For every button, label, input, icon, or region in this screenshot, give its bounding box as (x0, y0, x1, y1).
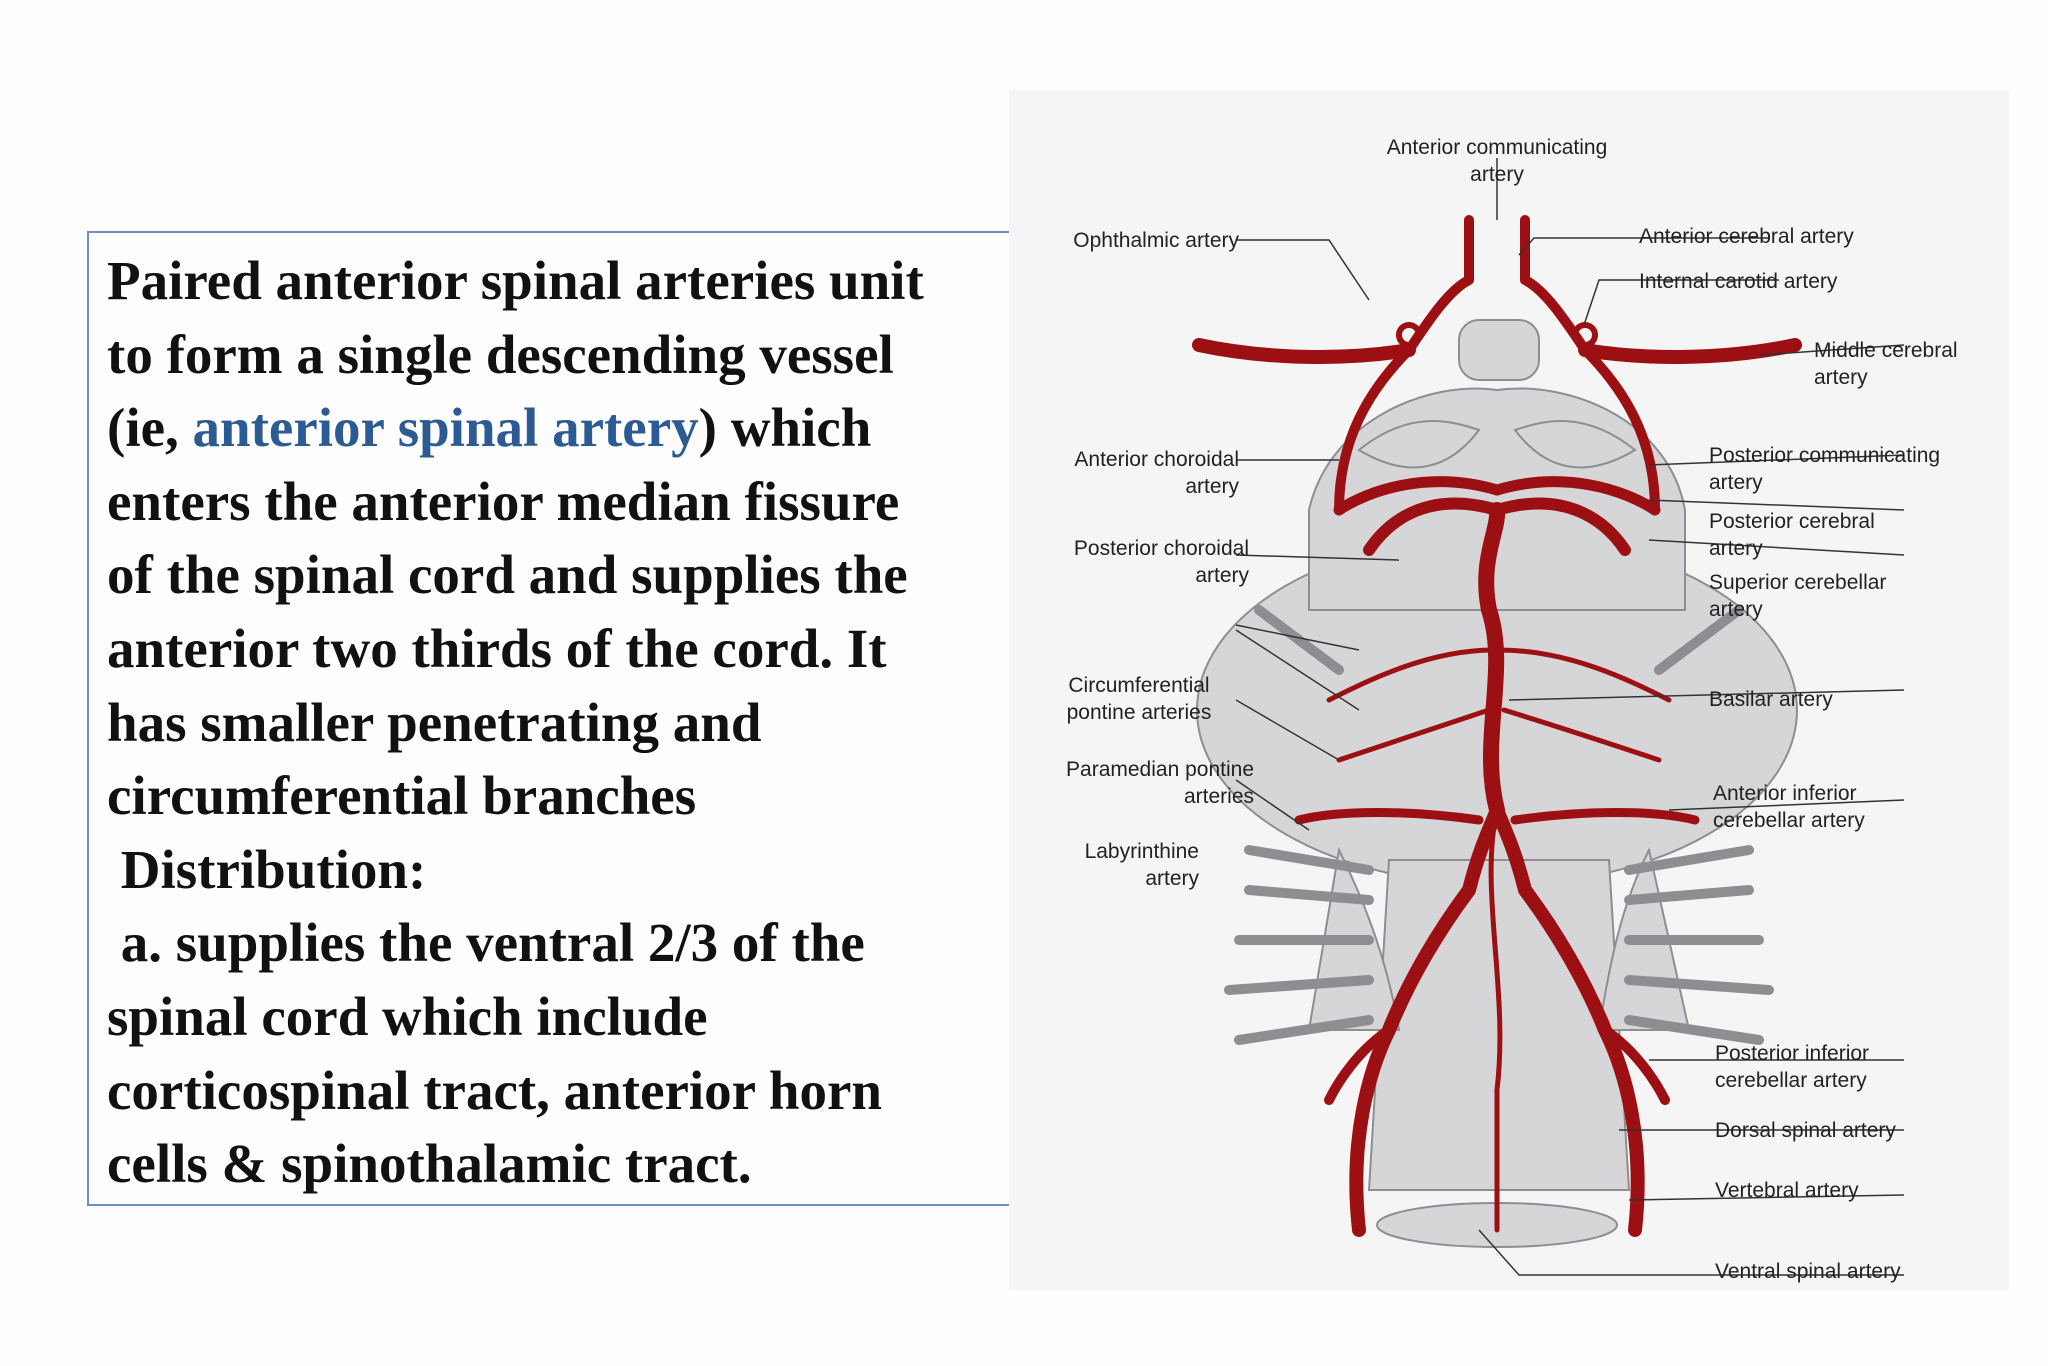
text-run: ) which (698, 397, 872, 459)
label-vertebral: Vertebral artery (1715, 1179, 1859, 1202)
text-line: of the spinal cord and supplies the (107, 544, 908, 606)
distribution-heading: Distribution: (107, 838, 427, 900)
left-pontine-branch (1336, 707, 1492, 763)
right-carotid-section (1572, 322, 1598, 348)
label-internal-carotid: Internal carotid artery (1639, 270, 1838, 293)
label-ventral-spinal: Ventral spinal artery (1715, 1260, 1901, 1283)
left-posterior-communicating (1334, 345, 1414, 515)
body-text: Paired anterior spinal arteries unit to f… (107, 244, 1057, 1201)
left-posterior-cerebral (1333, 476, 1503, 516)
left-pontine-branch (1326, 647, 1497, 703)
right-middle-cerebral (1578, 338, 1802, 364)
chiasm-shape (1458, 319, 1540, 381)
label-anterior-cerebral: Anterior cerebral artery (1639, 225, 1854, 248)
right-pontine-branch (1501, 707, 1662, 763)
diagram-drawing (1192, 158, 1905, 1276)
left-middle-cerebral (1192, 338, 1416, 364)
text-line: anterior two thirds of the cord. It (107, 617, 887, 679)
left-optic-shape (1357, 420, 1481, 469)
text-line: has smaller penetrating and (107, 691, 762, 753)
text-box-border (87, 231, 1047, 1206)
right-posterior-cerebral (1491, 476, 1661, 516)
left-carotid-section (1396, 322, 1422, 348)
text-line: (ie, anterior spinal artery) which (107, 391, 1057, 465)
right-superior-cerebellar (1491, 497, 1631, 556)
text-line: circumferential branches (107, 765, 697, 827)
text-line: enters the anterior median fissure (107, 470, 900, 532)
ventral-spinal-artery (1488, 807, 1503, 1233)
right-anterior-inferior-cerebellar (1510, 808, 1700, 825)
right-posterior-inferior-cerebellar (1600, 1025, 1670, 1105)
text-line: spinal cord which include (107, 985, 708, 1047)
left-posterior-inferior-cerebellar (1324, 1025, 1394, 1105)
left-vertebral-artery (1349, 803, 1504, 1237)
text-line: Paired anterior spinal arteries unit (107, 250, 924, 311)
text-line: cells & spinothalamic tract. (107, 1133, 752, 1195)
label-basilar: Basilar artery (1709, 688, 1833, 711)
right-vertebral-artery (1490, 803, 1645, 1237)
right-posterior-communicating (1580, 345, 1660, 515)
highlighted-term: anterior spinal artery (192, 397, 699, 459)
text-run: (ie, (107, 397, 193, 459)
label-dorsal-spinal: Dorsal spinal artery (1715, 1119, 1896, 1142)
right-optic-shape (1513, 420, 1637, 469)
basilar-artery (1478, 502, 1506, 818)
label-ophthalmic: Ophthalmic artery (1073, 229, 1239, 252)
text-line: corticospinal tract, anterior horn (107, 1059, 882, 1121)
left-anterior-inferior-cerebellar (1294, 808, 1484, 825)
text-line: to form a single descending vessel (107, 323, 894, 385)
text-line: a. supplies the ventral 2/3 of the (107, 912, 865, 974)
right-pontine-branch (1496, 647, 1672, 703)
left-superior-cerebellar (1363, 497, 1503, 556)
